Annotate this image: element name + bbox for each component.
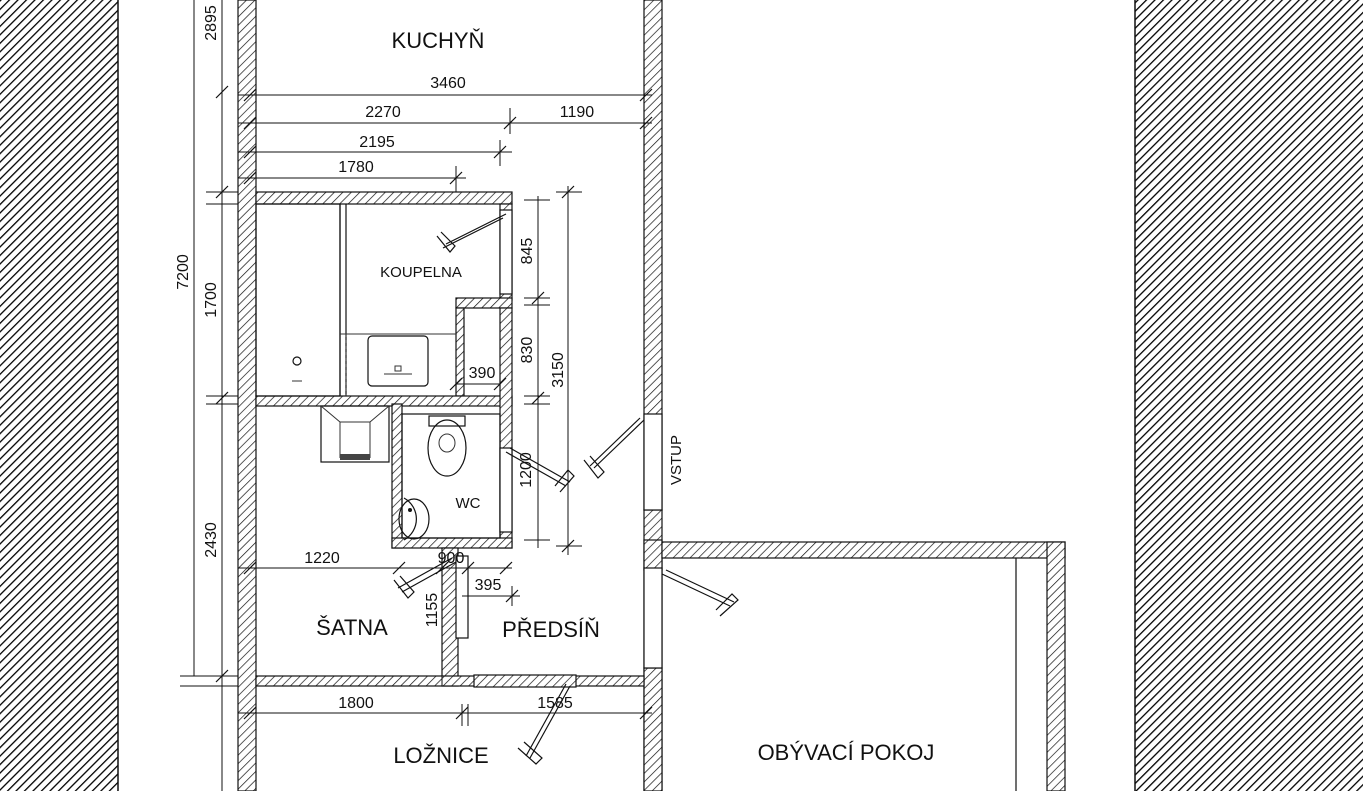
wc-sink [403,497,417,541]
dim-395: 395 [475,577,502,594]
bathroom-step-wall [455,297,513,309]
bathtub [255,203,341,397]
label-bedroom: LOŽNICE [393,743,488,768]
label-kitchen: KUCHYŇ [392,28,485,53]
right-border-hatch [1135,0,1363,791]
dim-2895: 2895 [203,5,220,41]
toilet-tank [428,415,466,427]
label-hallway: PŘEDSÍŇ [502,617,600,642]
living-room-door [643,567,663,669]
bedroom-door-frame [473,674,577,688]
toilet-bowl [427,419,467,477]
sink [367,335,429,387]
dim-1585: 1585 [537,695,573,712]
living-room-top-wall [661,541,1066,559]
dim-1800: 1800 [338,695,374,712]
dim-845: 845 [519,238,536,265]
left-main-wall [237,0,257,791]
dim-900: 900 [438,550,465,567]
entrance-door [643,413,663,511]
dim-2270: 2270 [365,104,401,121]
dim-1155: 1155 [424,593,441,628]
dim-2430: 2430 [203,522,220,558]
left-border-hatch [0,0,118,791]
label-wardrobe: ŠATNA [316,615,388,640]
label-wc: WC [456,495,481,512]
dim-1200: 1200 [518,452,535,488]
dim-3150: 3150 [550,352,567,388]
dim-1220: 1220 [304,550,340,567]
dim-1190: 1190 [560,104,595,121]
dim-3460: 3460 [430,75,466,92]
dim-1700: 1700 [203,282,220,318]
washing-machine [320,405,390,463]
bathroom-bottom-wall [255,395,513,407]
bedroom-top-wall [255,675,645,687]
label-entry: VSTUP [668,435,685,485]
bathroom-top-wall [255,191,513,205]
dim-390: 390 [469,365,496,382]
dim-1780: 1780 [338,159,374,176]
wc-bottom-wall [391,537,513,549]
living-room-right-wall [1046,541,1066,791]
right-main-wall-segment [643,539,663,571]
dim-2195: 2195 [359,134,395,151]
right-main-wall-bottom [643,667,663,791]
dim-830: 830 [519,337,536,364]
label-living-room: OBÝVACÍ POKOJ [758,740,935,765]
tub-drain [292,356,302,366]
dim-7200: 7200 [175,254,192,290]
label-bathroom: KOUPELNA [380,264,462,281]
